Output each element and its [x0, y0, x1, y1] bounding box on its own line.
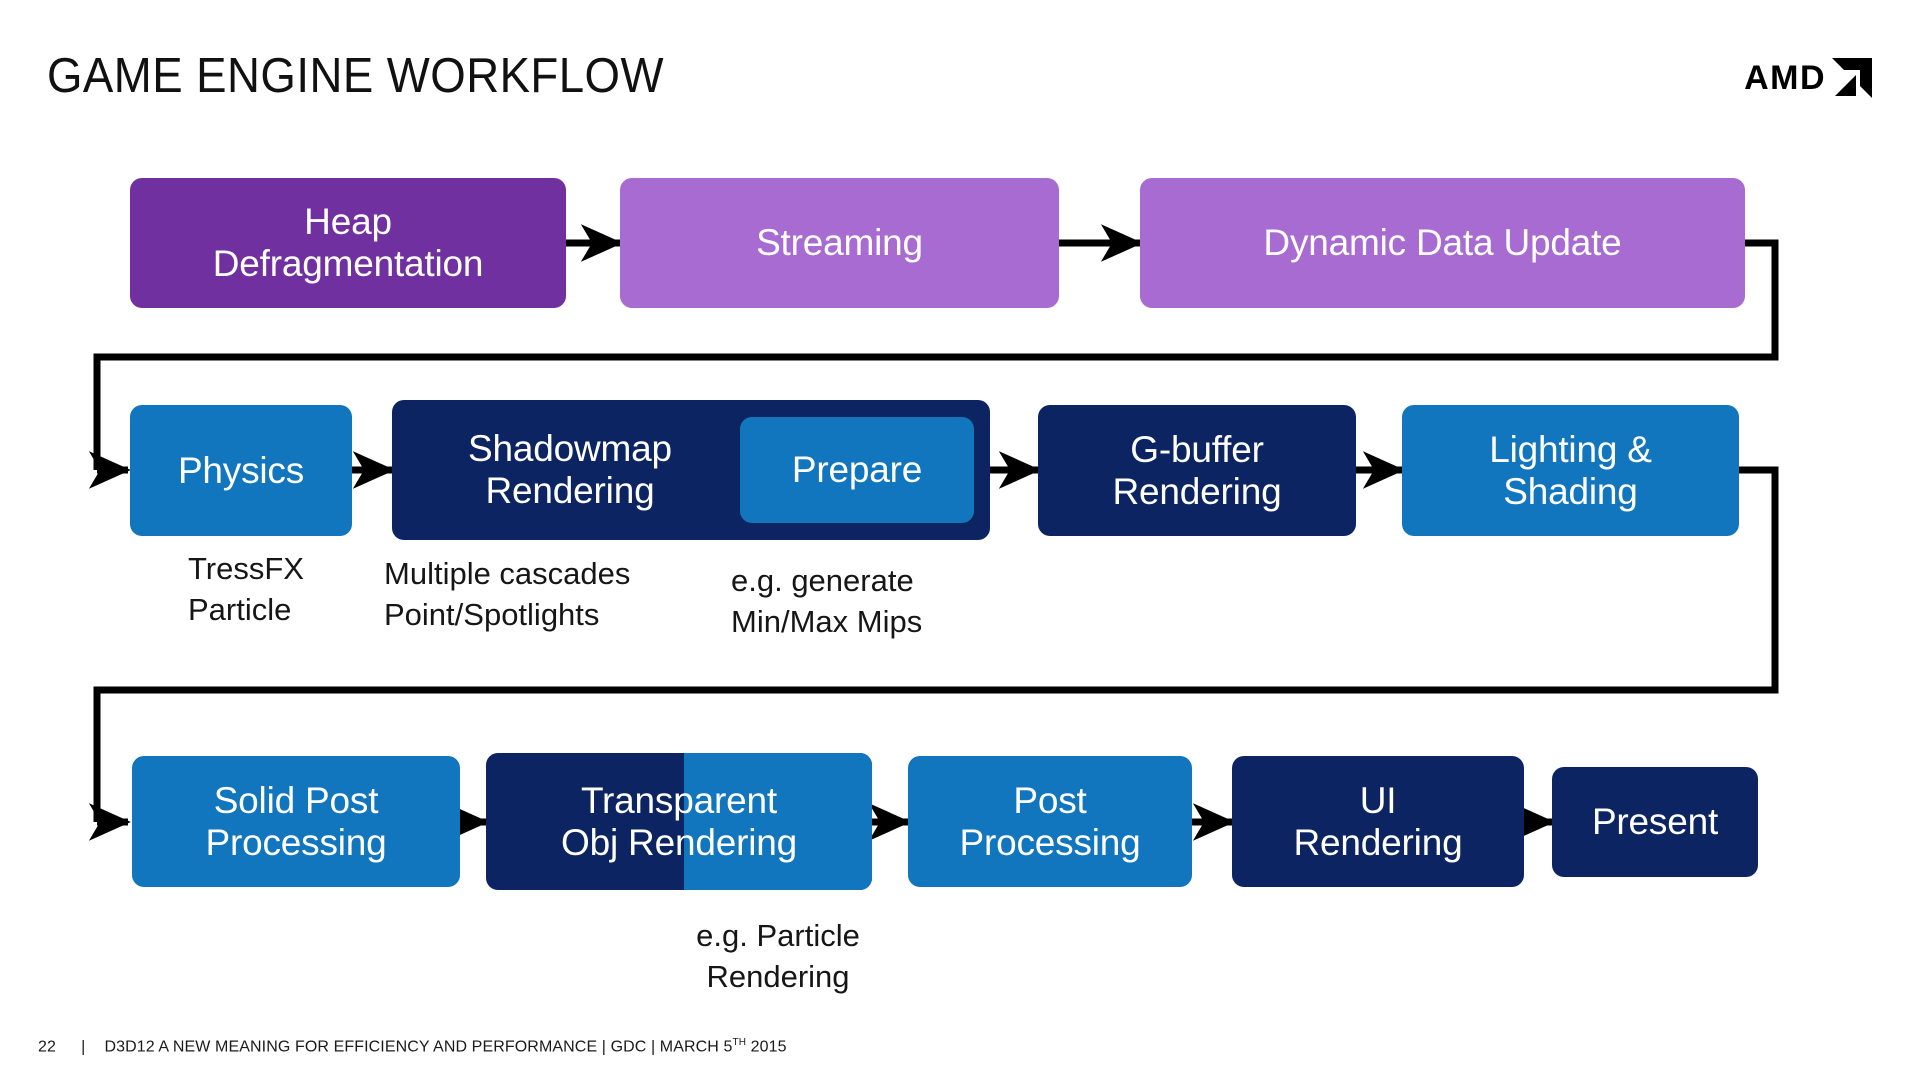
flow-node-post-processing[interactable]: Post Processing — [908, 756, 1192, 887]
flow-node-heap-defragmentation[interactable]: Heap Defragmentation — [130, 178, 566, 308]
flow-node-label: Streaming — [756, 222, 923, 264]
flow-node-label: Dynamic Data Update — [1263, 222, 1622, 264]
amd-wordmark: AMD — [1744, 59, 1826, 97]
flow-node-label: UI Rendering — [1293, 779, 1463, 863]
flow-node-shadowmap-rendering[interactable]: Shadowmap Rendering Prepare — [392, 400, 990, 540]
flow-node-ui-rendering[interactable]: UI Rendering — [1232, 756, 1524, 887]
flow-node-label: Present — [1591, 801, 1719, 843]
annotation-physics-note: TressFX Particle — [188, 551, 304, 628]
footer-separator: | — [81, 1038, 86, 1055]
flow-node-transparent-obj-rendering[interactable]: Transparent Obj Rendering — [486, 753, 872, 890]
amd-logo: AMD — [1744, 58, 1872, 98]
footer-text: D3D12 A NEW MEANING FOR EFFICIENCY AND P… — [104, 1038, 733, 1055]
annotation-prepare-note: e.g. generate Min/Max Mips — [731, 563, 923, 640]
flow-node-prepare[interactable]: Prepare — [740, 417, 974, 523]
flow-node-label: Heap Defragmentation — [212, 201, 484, 284]
flow-node-label: Physics — [177, 449, 305, 491]
flow-node-label: Solid Post Processing — [205, 779, 387, 863]
flow-node-lighting-and-shading[interactable]: Lighting & Shading — [1402, 405, 1739, 536]
flow-node-dynamic-data-update[interactable]: Dynamic Data Update — [1140, 178, 1745, 308]
flow-node-label: Prepare — [791, 449, 923, 491]
footer-ordinal-suffix: TH — [732, 1036, 747, 1048]
flow-node-solid-post-processing[interactable]: Solid Post Processing — [132, 756, 460, 887]
flow-node-label: Lighting & Shading — [1489, 428, 1652, 512]
flow-node-label: Shadowmap Rendering — [468, 428, 672, 511]
flow-node-physics[interactable]: Physics — [130, 405, 352, 536]
footer-year: 2015 — [746, 1038, 787, 1055]
flow-node-streaming[interactable]: Streaming — [620, 178, 1059, 308]
footer-page-number: 22 — [38, 1038, 56, 1055]
annotation-shadowmap-note: Multiple cascades Point/Spotlights — [384, 556, 631, 633]
slide-footer: 22 | D3D12 A NEW MEANING FOR EFFICIENCY … — [38, 1037, 787, 1056]
flow-node-label: Transparent Obj Rendering — [561, 779, 797, 863]
flow-node-label: Post Processing — [959, 779, 1141, 863]
flow-node-g-buffer-rendering[interactable]: G-buffer Rendering — [1038, 405, 1356, 536]
annotation-transparent-obj-note: e.g. Particle Rendering — [696, 918, 860, 995]
flow-node-present[interactable]: Present — [1552, 767, 1758, 877]
page-title: GAME ENGINE WORKFLOW — [47, 49, 664, 103]
flow-node-label: G-buffer Rendering — [1112, 428, 1282, 512]
amd-arrow-icon — [1832, 58, 1872, 98]
